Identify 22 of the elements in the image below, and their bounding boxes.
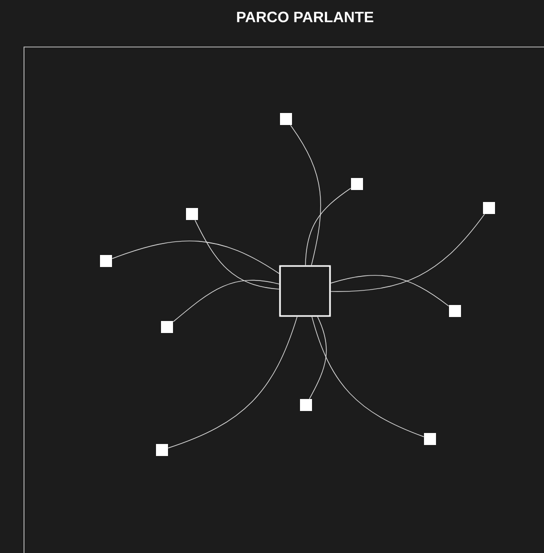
endpoint-square <box>449 305 461 317</box>
connector-line <box>168 316 298 448</box>
endpoint-square <box>424 433 436 445</box>
connector-line <box>172 280 280 322</box>
endpoint-square <box>186 208 198 220</box>
hub-square <box>279 265 331 317</box>
endpoint-square <box>351 178 363 190</box>
endpoint-square <box>483 202 495 214</box>
connector-line <box>290 124 322 266</box>
connector-line <box>112 240 280 274</box>
connector-line <box>312 316 424 438</box>
endpoint-square <box>100 255 112 267</box>
connector-line <box>305 188 352 266</box>
connector-line <box>330 274 450 306</box>
endpoint-square <box>300 399 312 411</box>
endpoint-square <box>161 321 173 333</box>
endpoint-square <box>156 444 168 456</box>
connector-line <box>309 316 327 400</box>
connector-line <box>330 214 485 292</box>
endpoint-square <box>280 113 292 125</box>
title: PARCO PARLANTE <box>237 12 374 22</box>
connector-line <box>194 220 280 290</box>
